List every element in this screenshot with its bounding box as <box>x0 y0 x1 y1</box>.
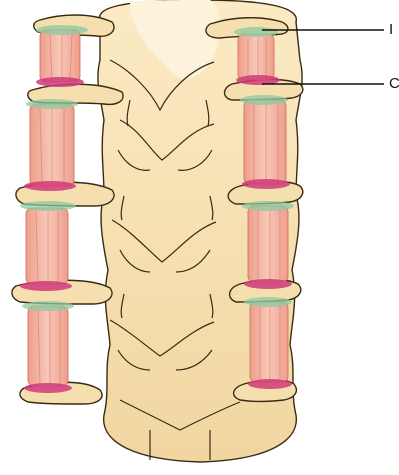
right-ligament-band-3 <box>248 206 288 282</box>
magenta-attachment-l4 <box>24 383 72 393</box>
green-attachment-r4 <box>244 297 292 307</box>
right-ligament-band-4 <box>250 302 288 382</box>
green-attachment-l3 <box>20 201 76 211</box>
magenta-attachment-l2 <box>24 181 76 191</box>
green-attachment-l2 <box>26 99 78 109</box>
magenta-attachment-r4 <box>248 379 292 389</box>
callout-label-top: I <box>389 22 393 37</box>
green-attachment-r3 <box>242 201 294 211</box>
green-attachment-r2 <box>240 95 288 105</box>
right-ligament-band-1 <box>238 34 274 80</box>
magenta-attachment-r3 <box>244 279 292 289</box>
green-attachment-r1 <box>234 27 278 37</box>
right-ligament-band-2 <box>244 100 286 184</box>
green-attachment-l4 <box>22 301 74 311</box>
magenta-attachment-l1 <box>36 77 84 87</box>
left-ligament-band-4 <box>28 306 68 386</box>
green-attachment-l1 <box>36 25 88 35</box>
left-ligament-band-3 <box>26 208 68 284</box>
callout-label-bottom: C <box>389 76 399 91</box>
magenta-attachment-r2 <box>242 179 290 189</box>
magenta-attachment-l3 <box>20 281 72 291</box>
left-ligament-band-1 <box>40 30 80 82</box>
